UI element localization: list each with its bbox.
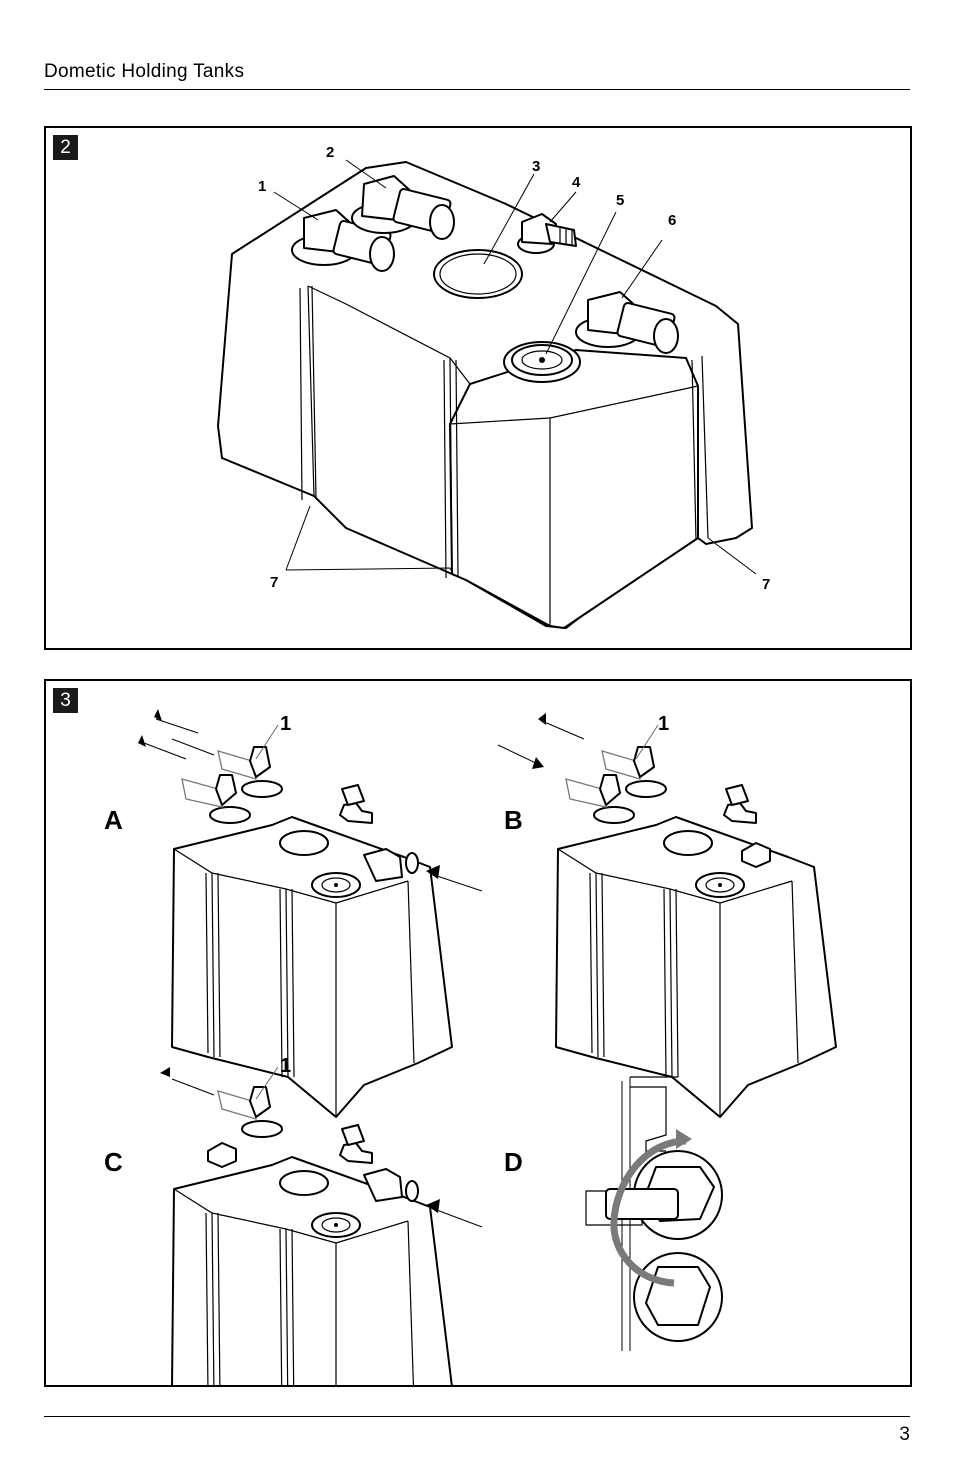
panel-c-callout: 1: [280, 1055, 291, 1078]
callout-4: 4: [572, 174, 580, 191]
panel-a-drawing: [138, 709, 482, 1117]
callout-7-left: 7: [270, 574, 278, 591]
panel-letter-c: C: [104, 1147, 123, 1178]
panel-b-callout: 1: [658, 713, 669, 736]
callout-7-right: 7: [762, 576, 770, 593]
figure-3: 3: [44, 679, 912, 1387]
callout-1: 1: [258, 178, 266, 195]
panel-letter-b: B: [504, 805, 523, 836]
callout-3: 3: [532, 158, 540, 175]
panel-a-callout: 1: [280, 713, 291, 736]
callout-2: 2: [326, 144, 334, 161]
tank-drawing-panels: [46, 681, 910, 1385]
callout-5: 5: [616, 192, 624, 209]
panel-b-drawing: [498, 713, 836, 1117]
header-rule: [44, 89, 910, 90]
panel-letter-d: D: [504, 1147, 523, 1178]
page-number: 3: [899, 1424, 910, 1446]
panel-letter-a: A: [104, 805, 123, 836]
panel-c-drawing: [160, 1067, 482, 1385]
header-title: Dometic Holding Tanks: [44, 61, 244, 83]
panel-d-drawing: [586, 1077, 722, 1351]
figure-number-3: 3: [53, 688, 78, 713]
footer-rule: [44, 1416, 910, 1417]
figure-number-2: 2: [53, 135, 78, 160]
figure-2: 2: [44, 126, 912, 650]
tank-drawing-large: [46, 128, 910, 648]
callout-6: 6: [668, 212, 676, 229]
